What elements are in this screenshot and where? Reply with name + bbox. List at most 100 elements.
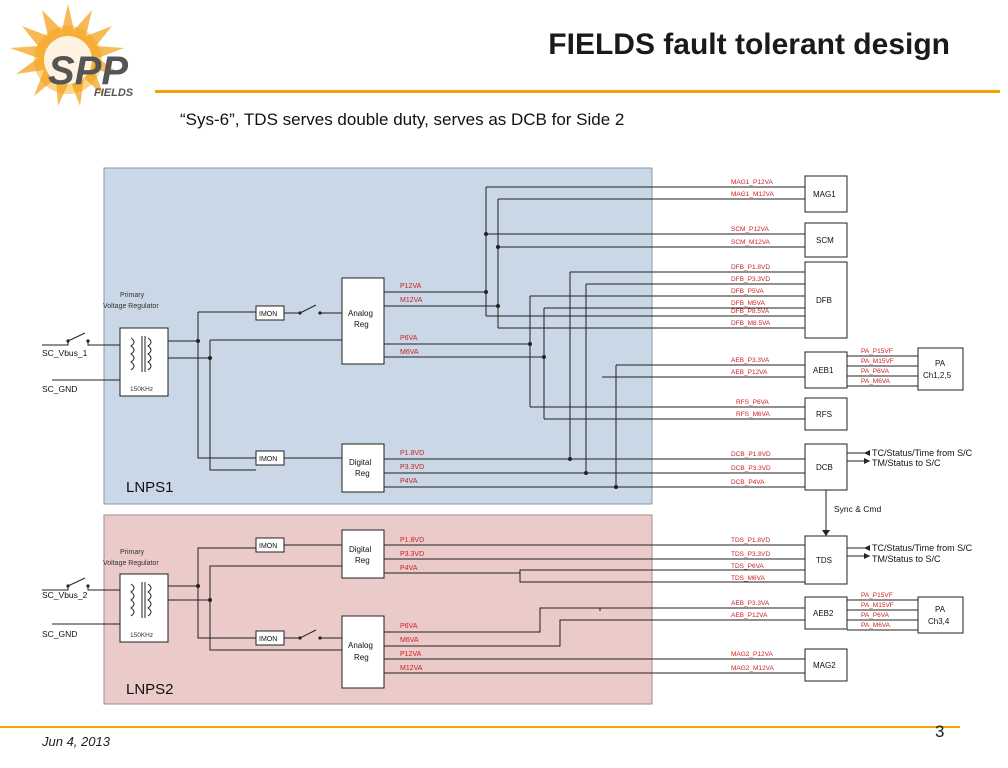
sig-dcb-p4va: DCB_P4VA [731, 479, 765, 486]
lnps1-freq: 150KHz [130, 386, 153, 393]
lnps1-switch-icon [67, 332, 86, 342]
sig-dfb-m5va: DFB_M5VA [731, 300, 765, 307]
lnps2-analog-reg-label-1: Analog [348, 641, 373, 650]
pa1-box [917, 347, 964, 391]
aeb2-name: AEB2 [813, 609, 834, 618]
lnps1-regulator-label-1: Primary [120, 292, 145, 299]
logo-text: SPP [48, 49, 128, 93]
sig-tds-m6va: TDS_M6VA [731, 575, 765, 582]
lnps1-analog-reg-label-2: Reg [354, 320, 369, 329]
sig-aeb1-p12va: AEB_P12VA [731, 369, 768, 376]
lnps2-out-p12va: P12VA [400, 651, 422, 658]
sig-dfb-p33vd: DFB_P3.3VD [731, 276, 770, 283]
lnps1-out-m12va: M12VA [400, 297, 423, 304]
title-divider [155, 90, 1000, 93]
dcb-tc-annotation: TC/Status/Time from S/C [872, 448, 973, 458]
spp-fields-logo: SPP FIELDS [10, 4, 134, 106]
lnps2-regulator-label-1: Primary [120, 549, 145, 556]
pa1-name-2: Ch1,2,5 [923, 371, 952, 380]
lnps1-gnd-label: SC_GND [42, 384, 77, 394]
tds-name: TDS [816, 556, 832, 565]
lnps1-out-m6va: M6VA [400, 349, 419, 356]
lnps1-buses [486, 186, 805, 488]
sig-dfb-m85va: DFB_M8.5VA [731, 320, 771, 327]
lnps1-digital-reg-label-1: Digital [349, 458, 371, 467]
page-title: FIELDS fault tolerant design [548, 28, 950, 61]
tds-box [804, 535, 848, 585]
sig-dcb-p33vd: DCB_P3.3VD [731, 465, 771, 472]
sig-rfs-m6va: RFS_M6VA [736, 411, 770, 418]
lnps1-imon-bottom-label: IMON [259, 456, 277, 463]
lnps1-name: LNPS1 [126, 479, 174, 496]
tds-tm-annotation: TM/Status to S/C [872, 554, 941, 564]
sig-pa1-m15vf: PA_M15VF [861, 358, 894, 365]
sig-pa2-m15vf: PA_M15VF [861, 602, 894, 609]
sig-tds-p33vd: TDS_P3.3VD [731, 551, 770, 558]
sig-mag2-m12va: MAG2_M12VA [731, 665, 775, 672]
dfb-name: DFB [816, 296, 832, 305]
lnps2-digital-reg-label-2: Reg [355, 556, 370, 565]
sig-dfb-p18vd: DFB_P1.8VD [731, 264, 770, 271]
rfs-box [804, 397, 848, 431]
lnps1-imon-top-label: IMON [259, 311, 277, 318]
pa2-name-1: PA [935, 605, 946, 614]
lnps1-analog-reg-label-1: Analog [348, 309, 373, 318]
sig-tds-p18vd: TDS_P1.8VD [731, 537, 770, 544]
sync-arrow-icon [822, 530, 830, 536]
dcb-tm-annotation: TM/Status to S/C [872, 458, 941, 468]
mag1-name: MAG1 [813, 190, 836, 199]
rfs-name: RFS [816, 410, 832, 419]
sync-cmd-annotation: Sync & Cmd [834, 504, 882, 514]
lnps2-digital-reg-label-1: Digital [349, 545, 371, 554]
lnps2-imon-top-label: IMON [259, 543, 277, 550]
pa1-name-1: PA [935, 359, 946, 368]
dfb-box [804, 261, 848, 339]
lnps2-imon-switch-icon [299, 629, 317, 639]
sig-pa2-p6va: PA_P6VA [861, 612, 890, 619]
lnps2-out-p33vd: P3.3VD [400, 551, 424, 558]
sig-aeb1-p33va: AEB_P3.3VA [731, 357, 770, 364]
lnps1-regulator-label-2: Voltage Regulator [103, 303, 159, 310]
lnps2-out-m6va: M6VA [400, 637, 419, 644]
lnps2-switch-icon [67, 577, 86, 587]
sig-mag2-p12va: MAG2_P12VA [731, 651, 773, 658]
sig-pa1-p6va: PA_P6VA [861, 368, 890, 375]
sig-dcb-p18vd: DCB_P1.8VD [731, 451, 771, 458]
pa2-box [917, 596, 964, 634]
mag1-box [804, 175, 848, 213]
scm-name: SCM [816, 236, 834, 245]
mag2-name: MAG2 [813, 661, 836, 670]
sig-pa1-p15vf: PA_P15VF [861, 348, 893, 355]
sig-dfb-p5va: DFB_P5VA [731, 288, 764, 295]
sig-aeb2-p12va: AEB_P12VA [731, 612, 768, 619]
lnps2-out-p18vd: P1.8VD [400, 537, 424, 544]
sig-scm-p12va: SCM_P12VA [731, 226, 769, 233]
lnps2-group: Primary Voltage Regulator 150KHz SC_Vbus… [42, 529, 424, 698]
lnps1-input-label: SC_Vbus_1 [42, 348, 88, 358]
sig-scm-m12va: SCM_M12VA [731, 239, 771, 246]
lnps2-analog-reg-label-2: Reg [354, 653, 369, 662]
lnps2-freq: 150KHz [130, 632, 153, 639]
footer-date: Jun 4, 2013 [42, 734, 110, 749]
lnps1-out-p6va: P6VA [400, 335, 418, 342]
lnps1-digital-reg [341, 443, 385, 493]
lnps2-gnd-label: SC_GND [42, 629, 77, 639]
sig-pa2-m6va: PA_M6VA [861, 622, 891, 629]
sig-rfs-p6va: RFS_P6VA [736, 399, 769, 406]
lnps2-out-p6va: P6VA [400, 623, 418, 630]
lnps1-digital-reg-label-2: Reg [355, 469, 370, 478]
lnps2-coil-icon [130, 583, 152, 617]
sig-tds-p6va: TDS_P6VA [731, 563, 764, 570]
lnps2-buses [384, 544, 805, 674]
page-subtitle: “Sys-6”, TDS serves double duty, serves … [180, 110, 625, 129]
lnps2-input-label: SC_Vbus_2 [42, 590, 88, 600]
lnps2-regulator-label-2: Voltage Regulator [103, 560, 159, 567]
aeb2-box [804, 596, 848, 630]
logo-subtext: FIELDS [94, 87, 134, 99]
pa2-name-2: Ch3,4 [928, 617, 950, 626]
lnps1-out-p12va: P12VA [400, 283, 422, 290]
mag2-box [804, 648, 848, 682]
lnps2-transformer [119, 573, 169, 643]
lnps1-out-p4va: P4VA [400, 478, 418, 485]
